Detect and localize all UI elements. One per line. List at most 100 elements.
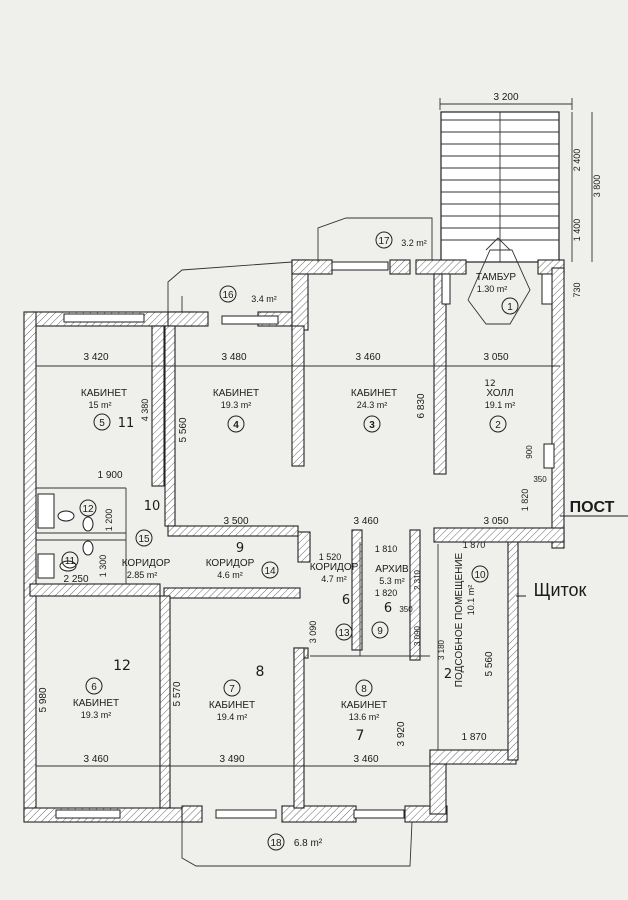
dim-label: 1 520 — [319, 552, 342, 562]
dim-label: 3 460 — [353, 754, 378, 765]
dim-label: 3 460 — [355, 352, 380, 363]
handwritten-number: 9 — [236, 541, 244, 556]
room-area: 10.1 m² — [466, 585, 476, 616]
dim-label: 3 180 — [437, 639, 446, 660]
room-number: 17 — [378, 236, 390, 247]
dim-label: 5 560 — [178, 417, 189, 442]
room-label: КАБИНЕТ — [213, 388, 259, 399]
dim-label: 1 870 — [463, 540, 486, 550]
room-label: ТАМБУР — [476, 272, 516, 283]
room-number: 8 — [361, 684, 367, 695]
stairs — [439, 98, 593, 263]
room-number-circle — [261, 561, 279, 579]
dim-label: 1 900 — [97, 470, 122, 481]
room-area: 1.30 m² — [477, 284, 508, 294]
room-label: КОРИДОР — [206, 558, 255, 569]
room-number-circle — [227, 415, 245, 433]
room-area: 4.6 m² — [217, 570, 243, 580]
room-area: 3.2 m² — [401, 238, 427, 248]
room-area: 4.7 m² — [321, 574, 347, 584]
dim-label: 3 420 — [83, 352, 108, 363]
dim-label: 5 570 — [172, 681, 183, 706]
room-label: КАБИНЕТ — [73, 698, 119, 709]
dim-label: 1 300 — [98, 555, 108, 578]
handwritten-number: 12 — [484, 379, 495, 389]
dim-label: 3 050 — [483, 352, 508, 363]
dim-label: 1 820 — [520, 489, 530, 512]
room-area: 3.4 m² — [251, 294, 277, 304]
room-number-circle — [355, 679, 373, 697]
room-area: 24.3 m² — [357, 400, 388, 410]
room-number: 14 — [264, 566, 276, 577]
room-number-circle — [135, 529, 153, 547]
dim-label: 3 500 — [223, 516, 248, 527]
room-number-circle — [501, 297, 519, 315]
handwritten-number: 7 — [356, 728, 365, 744]
stairs-width: 3 200 — [493, 92, 518, 103]
dim-label: 350 — [399, 605, 413, 614]
dim-label: 3 480 — [221, 352, 246, 363]
dim-label: 900 — [525, 445, 534, 459]
dim-label: 2 250 — [63, 574, 88, 585]
room-number-circle — [471, 565, 489, 583]
room-label: КОРИДОР — [310, 562, 359, 573]
room-area: 6.8 m² — [294, 838, 323, 849]
balconies — [167, 217, 433, 867]
toilets — [37, 493, 94, 579]
dim-label: 730 — [572, 282, 582, 297]
room-number-circle — [375, 231, 393, 249]
dim-label: 3 090 — [413, 625, 422, 646]
panel-annotation: Щиток — [534, 580, 587, 600]
handwritten-number: 11 — [118, 416, 135, 431]
room-number-circle — [223, 679, 241, 697]
room-area: 5.3 m² — [379, 576, 405, 586]
room-area: 19.3 m² — [81, 710, 112, 720]
room-label: КАБИНЕТ — [209, 700, 255, 711]
room-number: 3 — [369, 420, 375, 431]
dim-label: 3 050 — [483, 516, 508, 527]
dim-label: 5 980 — [38, 687, 49, 712]
room-area: 19.1 m² — [485, 400, 516, 410]
room-label: КАБИНЕТ — [341, 700, 387, 711]
room-number: 11 — [65, 556, 76, 567]
dim-label: 3 490 — [219, 754, 244, 765]
room-area: 13.6 m² — [349, 712, 380, 722]
dim-label: 1 200 — [104, 509, 114, 532]
dim-label: 1 870 — [461, 732, 486, 743]
room-number: 12 — [82, 504, 94, 515]
dim-label: 2 310 — [413, 569, 422, 590]
room-number: 6 — [91, 682, 97, 693]
stairs-dim: 1 400 — [572, 219, 582, 242]
dim-label: 1 810 — [375, 544, 398, 554]
room-number-circle — [363, 415, 381, 433]
room-area: 19.4 m² — [217, 712, 248, 722]
dim-label: 3 090 — [308, 621, 318, 644]
dim-label: 6 830 — [416, 393, 427, 418]
handwritten-number: 2 — [444, 667, 452, 682]
handwritten-number: 6 — [384, 601, 392, 616]
room-number: 9 — [377, 626, 383, 637]
room-number: 10 — [474, 570, 486, 581]
room-number-circle — [371, 621, 389, 639]
tambour — [467, 237, 531, 325]
dim-label: 5 560 — [484, 651, 495, 676]
room-number-circle — [267, 833, 285, 851]
room-number-circle — [85, 677, 103, 695]
room-number-circle — [79, 499, 97, 517]
room-number: 15 — [138, 534, 150, 545]
handwritten-number: 12 — [113, 658, 131, 674]
room-label: ХОЛЛ — [486, 388, 513, 399]
room-label: АРХИВ — [375, 564, 409, 575]
room-label: КАБИНЕТ — [81, 388, 127, 399]
room-number-circle — [93, 413, 111, 431]
handwritten-number: 8 — [256, 664, 265, 680]
stairs-dim: 2 400 — [572, 149, 582, 172]
partitions — [36, 296, 560, 767]
room-number: 5 — [99, 418, 105, 429]
room-number: 16 — [222, 290, 234, 301]
room-number: 7 — [229, 684, 235, 695]
handwritten-number: 6 — [342, 593, 350, 608]
room-label: КАБИНЕТ — [351, 388, 397, 399]
dim-label: 1 820 — [375, 588, 398, 598]
